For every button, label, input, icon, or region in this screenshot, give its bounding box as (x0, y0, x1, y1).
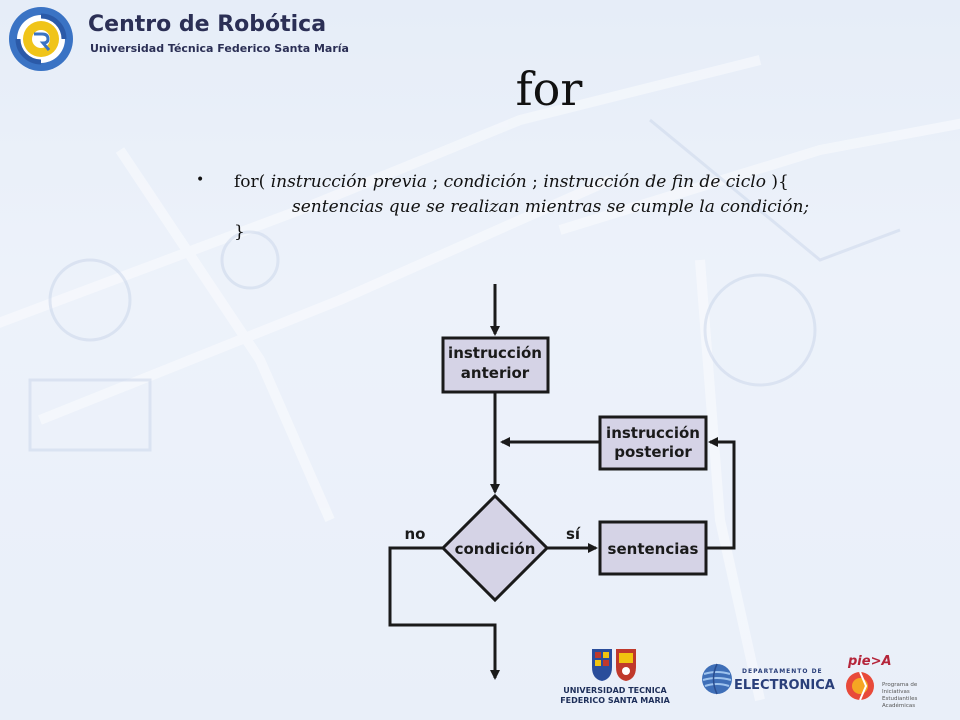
previous-instruction-label-line1: instrucción (448, 344, 542, 362)
usm-name-line2: FEDERICO SANTA MARIA (560, 696, 670, 705)
end-of-loop-instruction-text: instrucción de fin de ciclo (543, 172, 766, 192)
brand-subtitle: Universidad Técnica Federico Santa María (90, 42, 349, 55)
yes-label: sí (566, 525, 581, 543)
bullet-icon: • (196, 172, 205, 188)
electronica-name: ELECTRONICA (734, 678, 835, 693)
for-loop-flowchart: instrucción anterior instrucción posteri… (388, 284, 736, 680)
loop-body-line: sentencias que se realizan mientras se c… (292, 197, 810, 217)
open-brace: ){ (765, 172, 789, 192)
statements-box (598, 520, 708, 576)
electronica-dept-label: DEPARTAMENTO DE (742, 668, 823, 675)
electronica-logo: DEPARTAMENTO DE ELECTRONICA (700, 660, 835, 700)
piea-subtitle: Programa de Iniciativas Estudiantiles Ac… (882, 682, 918, 709)
for-syntax-line: for( instrucción previa ; condición ; in… (234, 172, 789, 192)
separator: ; (526, 172, 544, 192)
previous-instruction-label-line2: anterior (461, 364, 530, 382)
usm-crest-icon (592, 649, 636, 681)
separator: ; (427, 172, 444, 192)
no-label: no (405, 525, 426, 543)
for-keyword: for( (234, 172, 271, 192)
posterior-instruction-box (598, 415, 708, 471)
usm-name-line1: UNIVERSIDAD TECNICA (563, 686, 667, 695)
posterior-instruction-label-line2: posterior (614, 443, 692, 461)
piea-emblem-icon (846, 671, 874, 701)
globe-icon (702, 663, 732, 695)
condition-label: condición (455, 540, 536, 558)
brand-title: Centro de Robótica (88, 12, 327, 37)
slide-title: for (515, 62, 583, 116)
piea-mark: pie>A (848, 654, 892, 669)
previous-instruction-box (441, 336, 550, 394)
no-exit-arrow (388, 546, 500, 680)
loop-back-arrow (706, 437, 736, 550)
statements-label: sentencias (608, 540, 699, 558)
close-brace: } (234, 222, 245, 242)
condition-diamond (440, 493, 550, 603)
centro-robotica-logo (9, 7, 73, 71)
posterior-instruction-label-line1: instrucción (606, 424, 700, 442)
previous-instruction-text: instrucción previa (270, 172, 428, 192)
piea-logo: pie>A Programa de Iniciativas Estudianti… (838, 652, 950, 709)
condition-text: condición (443, 172, 527, 192)
usm-logo: UNIVERSIDAD TECNICA FEDERICO SANTA MARIA (560, 648, 670, 706)
